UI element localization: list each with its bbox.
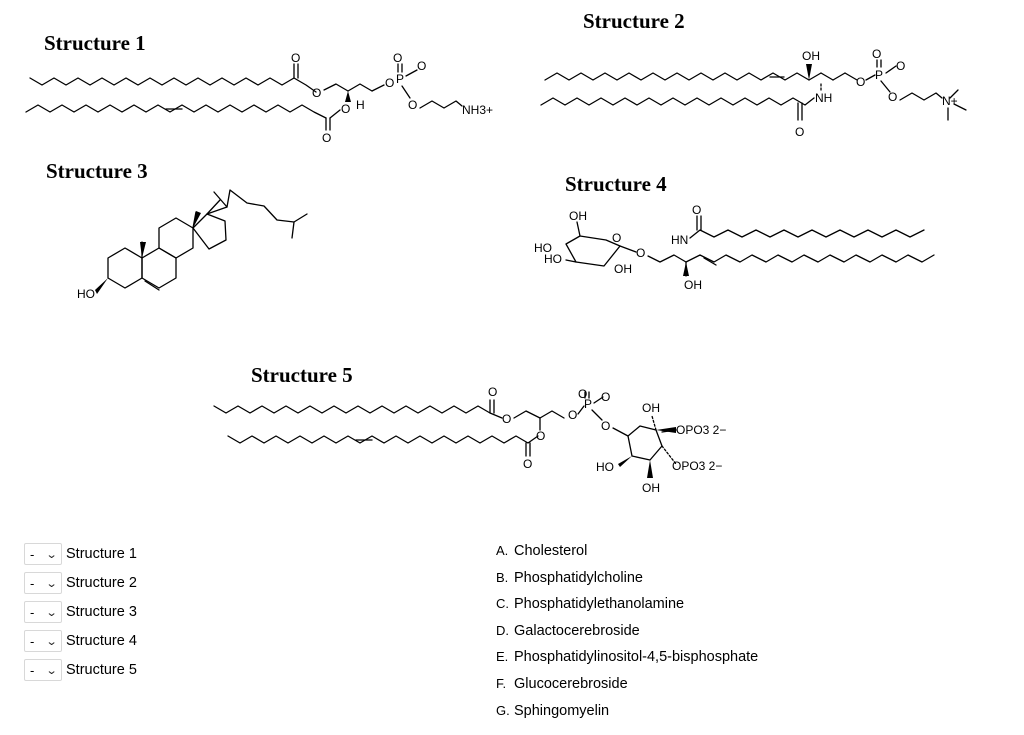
svg-text:O: O xyxy=(872,47,881,61)
structure-3-diagram: HO xyxy=(77,189,308,301)
svg-text:NH3+: NH3+ xyxy=(462,103,493,117)
svg-text:O: O xyxy=(578,387,587,401)
dropdown-selected-value: - xyxy=(30,633,35,649)
structure-3-title: Structure 3 xyxy=(46,159,148,183)
dropdown-selected-value: - xyxy=(30,575,35,591)
svg-text:O: O xyxy=(896,59,905,73)
option-g: G. Sphingomyelin xyxy=(496,703,609,719)
chevron-down-icon: ⌄ xyxy=(45,635,58,648)
svg-text:HO: HO xyxy=(596,460,614,474)
match-row-structure-3: - ⌄ Structure 3 xyxy=(24,600,137,624)
svg-text:OPO3 2−: OPO3 2− xyxy=(676,423,726,437)
option-f: F. Glucocerebroside xyxy=(496,676,628,692)
svg-text:O: O xyxy=(291,51,300,65)
svg-text:O: O xyxy=(488,385,497,399)
structure-5-title: Structure 5 xyxy=(251,363,353,387)
option-text: Sphingomyelin xyxy=(514,703,610,719)
option-text: Galactocerebroside xyxy=(514,623,640,639)
svg-text:HO: HO xyxy=(77,287,95,301)
chevron-down-icon: ⌄ xyxy=(45,664,58,677)
svg-text:H: H xyxy=(356,98,365,112)
option-d: D. Galactocerebroside xyxy=(496,623,640,639)
option-letter: E. xyxy=(496,649,509,664)
row-label: Structure 2 xyxy=(66,575,137,591)
svg-text:NH: NH xyxy=(815,91,832,105)
match-row-structure-1: - ⌄ Structure 1 xyxy=(24,542,137,566)
option-letter: C. xyxy=(496,596,509,611)
option-text: Phosphatidylethanolamine xyxy=(514,596,685,612)
structure-2-diagram: OH O P O O O N+ NH O xyxy=(540,47,967,139)
svg-text:O: O xyxy=(408,98,417,112)
match-row-structure-4: - ⌄ Structure 4 xyxy=(24,629,137,653)
row-label: Structure 3 xyxy=(66,604,137,620)
chevron-down-icon: ⌄ xyxy=(45,577,58,590)
structure-2-title: Structure 2 xyxy=(583,9,685,33)
dropdown-selected-value: - xyxy=(30,662,35,678)
svg-text:O: O xyxy=(341,102,350,116)
option-b: B. Phosphatidylcholine xyxy=(496,570,643,586)
row-label: Structure 4 xyxy=(66,633,137,649)
option-letter: F. xyxy=(496,676,507,691)
svg-text:O: O xyxy=(568,408,577,422)
option-letter: D. xyxy=(496,623,509,638)
svg-text:O: O xyxy=(312,86,321,100)
svg-text:HO: HO xyxy=(534,241,552,255)
svg-text:O: O xyxy=(601,390,610,404)
svg-text:OPO3 2−: OPO3 2− xyxy=(672,459,722,473)
svg-text:O: O xyxy=(523,457,532,471)
svg-text:O: O xyxy=(636,246,645,260)
svg-text:O: O xyxy=(417,59,426,73)
chevron-down-icon: ⌄ xyxy=(45,606,58,619)
svg-text:OH: OH xyxy=(642,401,660,415)
option-e: E. Phosphatidylinositol-4,5-bisphosphate xyxy=(496,649,758,665)
structure-1-diagram: O O O P O O O NH3+ O H O xyxy=(25,51,493,145)
answer-dropdown-structure-5[interactable]: - ⌄ xyxy=(24,659,62,681)
svg-text:O: O xyxy=(856,75,865,89)
svg-text:OH: OH xyxy=(802,49,820,63)
svg-text:O: O xyxy=(322,131,331,145)
svg-text:OH: OH xyxy=(569,209,587,223)
match-row-structure-2: - ⌄ Structure 2 xyxy=(24,571,137,595)
option-text: Glucocerebroside xyxy=(514,676,628,692)
svg-text:O: O xyxy=(888,90,897,104)
svg-text:O: O xyxy=(385,76,394,90)
structure-5-diagram: O O O P O O O O O OH OPO3 2− OPO3 2− HO … xyxy=(213,385,726,495)
option-letter: G. xyxy=(496,703,510,718)
svg-text:P: P xyxy=(875,68,883,82)
svg-text:O: O xyxy=(393,51,402,65)
svg-text:P: P xyxy=(584,397,592,411)
option-letter: A. xyxy=(496,543,509,558)
svg-text:OH: OH xyxy=(642,481,660,495)
svg-text:O: O xyxy=(601,419,610,433)
row-label: Structure 1 xyxy=(66,546,137,562)
option-text: Phosphatidylcholine xyxy=(514,570,643,586)
option-letter: B. xyxy=(496,570,509,585)
option-text: Cholesterol xyxy=(514,543,588,559)
answer-dropdown-structure-3[interactable]: - ⌄ xyxy=(24,601,62,623)
svg-text:OH: OH xyxy=(684,278,702,292)
answer-dropdown-structure-2[interactable]: - ⌄ xyxy=(24,572,62,594)
structure-1-title: Structure 1 xyxy=(44,31,146,55)
structure-4-title: Structure 4 xyxy=(565,172,667,196)
answer-dropdown-structure-1[interactable]: - ⌄ xyxy=(24,543,62,565)
dropdown-selected-value: - xyxy=(30,546,35,562)
chevron-down-icon: ⌄ xyxy=(45,548,58,561)
svg-text:O: O xyxy=(536,429,545,443)
answer-dropdown-structure-4[interactable]: - ⌄ xyxy=(24,630,62,652)
svg-text:O: O xyxy=(502,412,511,426)
svg-text:O: O xyxy=(612,231,621,245)
match-row-structure-5: - ⌄ Structure 5 xyxy=(24,658,137,682)
structure-4-diagram: OH HO HO O OH O HN OH O xyxy=(534,203,935,292)
dropdown-selected-value: - xyxy=(30,604,35,620)
option-c: C. Phosphatidylethanolamine xyxy=(496,596,684,612)
row-label: Structure 5 xyxy=(66,662,137,678)
option-text: Phosphatidylinositol-4,5-bisphosphate xyxy=(514,649,759,665)
svg-text:HN: HN xyxy=(671,233,688,247)
svg-text:P: P xyxy=(396,72,404,86)
svg-text:O: O xyxy=(795,125,804,139)
svg-text:OH: OH xyxy=(614,262,632,276)
option-a: A. Cholesterol xyxy=(496,543,587,559)
svg-text:O: O xyxy=(692,203,701,217)
svg-text:HO: HO xyxy=(544,252,562,266)
